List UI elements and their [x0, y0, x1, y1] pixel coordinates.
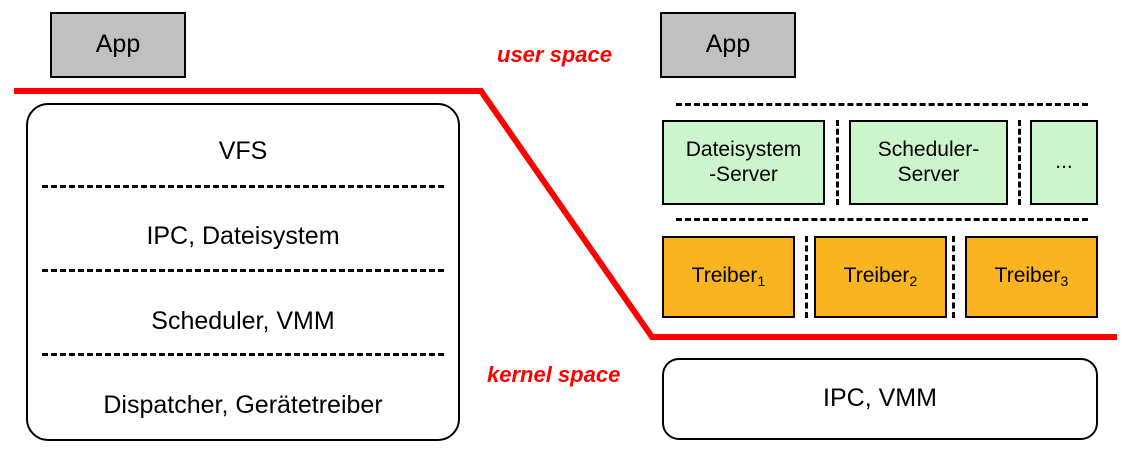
server-box-dateisystem: Dateisystem -Server — [662, 120, 825, 205]
microkernel-server-band-bottom — [676, 218, 1088, 221]
server-box-more: ... — [1030, 120, 1098, 205]
driver-box-treiber-3: Treiber3 — [965, 236, 1098, 318]
monolithic-divider-2 — [42, 269, 444, 272]
monolithic-section-dispatcher: Dispatcher, Gerätetreiber — [26, 374, 460, 436]
monolithic-section-scheduler-vmm-label: Scheduler, VMM — [151, 306, 335, 335]
driver-treiber-3-label: Treiber3 — [994, 263, 1069, 290]
microkernel-driver-separator-1 — [805, 236, 808, 318]
driver-box-treiber-2: Treiber2 — [814, 236, 947, 318]
monolithic-section-vfs-label: VFS — [218, 136, 268, 165]
server-dateisystem-line2: -Server — [709, 162, 778, 186]
microkernel-server-band-top — [676, 103, 1088, 106]
monolithic-divider-1 — [42, 185, 444, 188]
microkernel-server-separator-1 — [836, 120, 839, 205]
kernel-space-label: kernel space — [487, 362, 621, 387]
server-box-scheduler: Scheduler- Server — [849, 120, 1008, 205]
server-scheduler-line1: Scheduler- — [877, 137, 980, 161]
monolithic-section-scheduler-vmm: Scheduler, VMM — [26, 290, 460, 352]
driver-treiber-1-label: Treiber1 — [691, 263, 766, 290]
microkernel-base-box: IPC, VMM — [662, 358, 1098, 440]
server-more-label: ... — [1055, 150, 1073, 174]
microkernel-driver-separator-2 — [952, 236, 955, 318]
monolithic-section-ipc-dateisystem-label: IPC, Dateisystem — [146, 221, 340, 250]
monolithic-section-vfs: VFS — [26, 120, 460, 182]
monolithic-section-ipc-dateisystem: IPC, Dateisystem — [26, 205, 460, 267]
driver-box-treiber-1: Treiber1 — [662, 236, 795, 318]
microkernel-app-label: App — [705, 30, 751, 59]
server-dateisystem-line1: Dateisystem — [685, 137, 802, 161]
server-scheduler-line2: Server — [897, 162, 960, 186]
driver-treiber-2-label: Treiber2 — [843, 263, 918, 290]
microkernel-base-label: IPC, VMM — [823, 384, 937, 413]
monolithic-section-dispatcher-label: Dispatcher, Gerätetreiber — [103, 390, 383, 419]
microkernel-server-separator-2 — [1018, 120, 1021, 205]
monolithic-app-box: App — [50, 12, 186, 78]
microkernel-app-box: App — [660, 12, 796, 78]
user-space-label: user space — [497, 42, 612, 67]
monolithic-divider-3 — [42, 353, 444, 356]
monolithic-app-label: App — [95, 30, 141, 59]
